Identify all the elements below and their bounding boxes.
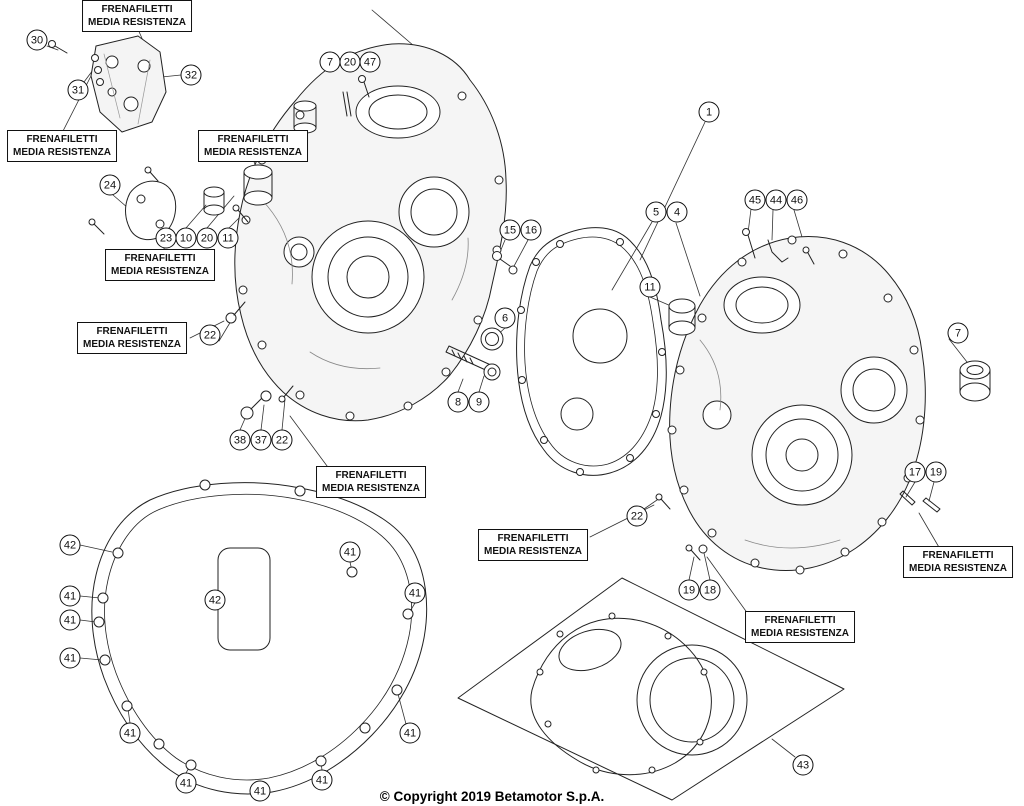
callout-20[interactable]: 20 [339,51,361,73]
callout-24[interactable]: 24 [99,174,121,196]
right-side-small-parts [655,228,991,561]
callout-22[interactable]: 22 [199,324,221,346]
callout-9[interactable]: 9 [468,391,490,413]
callout-15[interactable]: 15 [499,219,521,241]
callout-43[interactable]: 43 [792,754,814,776]
callout-46[interactable]: 46 [786,189,808,211]
bracket-screws [48,40,104,86]
callout-41[interactable]: 41 [59,609,81,631]
left-side-bushings-and-bolts [88,75,370,420]
callout-41[interactable]: 41 [404,582,426,604]
callout-41[interactable]: 41 [175,772,197,794]
callout-8[interactable]: 8 [447,391,469,413]
gasket-kit-plate [457,577,845,801]
callout-23[interactable]: 23 [155,227,177,249]
callout-37[interactable]: 37 [250,429,272,451]
callout-38[interactable]: 38 [229,429,251,451]
engine-mount-bracket [90,35,167,133]
left-crankcase-half [234,43,507,422]
callout-32[interactable]: 32 [180,64,202,86]
callout-22[interactable]: 22 [271,429,293,451]
callout-41[interactable]: 41 [249,780,271,802]
callout-19[interactable]: 19 [678,579,700,601]
callout-17[interactable]: 17 [904,461,926,483]
callout-7[interactable]: 7 [319,51,341,73]
copyright-text: © Copyright 2019 Betamotor S.p.A. [379,789,605,804]
callout-31[interactable]: 31 [67,79,89,101]
callout-16[interactable]: 16 [520,219,542,241]
callout-41[interactable]: 41 [59,647,81,669]
callout-44[interactable]: 44 [765,189,787,211]
center-case-gasket [516,227,667,476]
callout-41[interactable]: 41 [59,585,81,607]
callout-47[interactable]: 47 [359,51,381,73]
callout-11[interactable]: 11 [639,276,661,298]
callout-18[interactable]: 18 [699,579,721,601]
callout-30[interactable]: 30 [26,29,48,51]
callout-11[interactable]: 11 [217,227,239,249]
callout-7[interactable]: 7 [947,322,969,344]
callout-10[interactable]: 10 [175,227,197,249]
callout-1[interactable]: 1 [698,101,720,123]
callout-20[interactable]: 20 [196,227,218,249]
callout-6[interactable]: 6 [494,307,516,329]
callout-4[interactable]: 4 [666,201,688,223]
callout-41[interactable]: 41 [311,769,333,791]
clutch-cover-gasket [91,479,428,795]
callout-45[interactable]: 45 [744,189,766,211]
callout-22[interactable]: 22 [626,505,648,527]
callout-41[interactable]: 41 [119,722,141,744]
callout-41[interactable]: 41 [339,541,361,563]
right-crankcase-half [667,235,926,575]
callout-41[interactable]: 41 [399,722,421,744]
center-small-parts [445,251,518,381]
callout-19[interactable]: 19 [925,461,947,483]
callout-42[interactable]: 42 [59,534,81,556]
callout-5[interactable]: 5 [645,201,667,223]
callout-42[interactable]: 42 [204,589,226,611]
